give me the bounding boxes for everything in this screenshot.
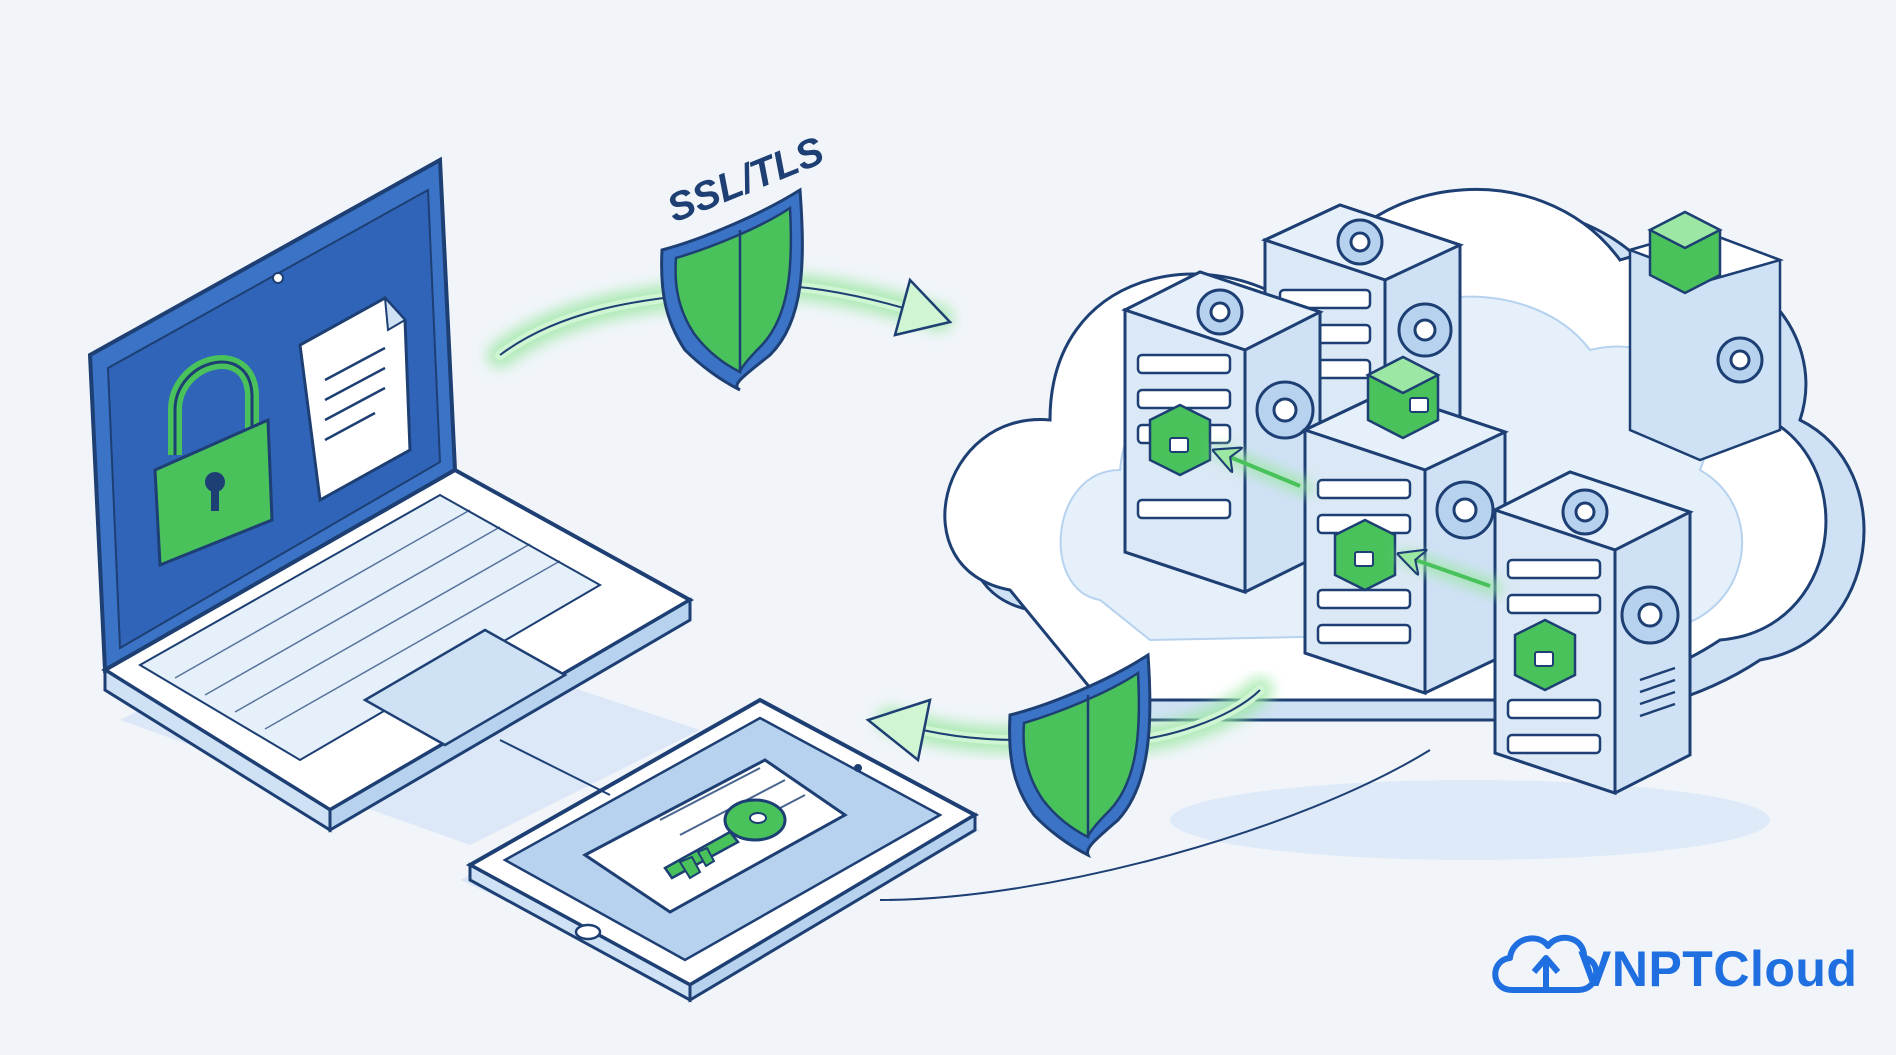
cloud-upload-logo-icon [1492,934,1600,993]
gear-icon [1255,380,1315,440]
encrypted-box-icon [1365,355,1441,440]
gear-icon [1336,218,1384,266]
server-rack-icon [1300,355,1510,696]
shield-icon [660,187,804,392]
tablet-icon [460,697,980,1003]
ssl-tls-label: SSL/TLS [661,129,830,232]
key-icon [663,798,787,880]
server-rack-icon [1626,210,1784,462]
gear-icon [1397,302,1453,358]
connection-lines [499,739,1431,901]
encrypted-box-icon [1513,618,1577,692]
gear-icon [1620,585,1680,645]
padlock-icon [153,355,274,568]
brand-wordmark: VNPTCloud [1578,941,1858,997]
shield-icon [1008,652,1152,859]
server-rack-icon [1491,470,1694,796]
document-icon [298,295,412,503]
server-rack-icon [1121,270,1324,595]
encrypted-box-icon [1148,403,1212,477]
gear-icon [1435,480,1495,540]
laptop-icon [87,156,700,845]
encrypted-box-icon [1647,210,1723,295]
arrow-icon [1215,444,1502,596]
gear-icon [1561,488,1609,536]
gear-icon [1716,336,1764,384]
encrypted-box-icon [1333,518,1397,592]
gear-icon [1196,288,1244,336]
